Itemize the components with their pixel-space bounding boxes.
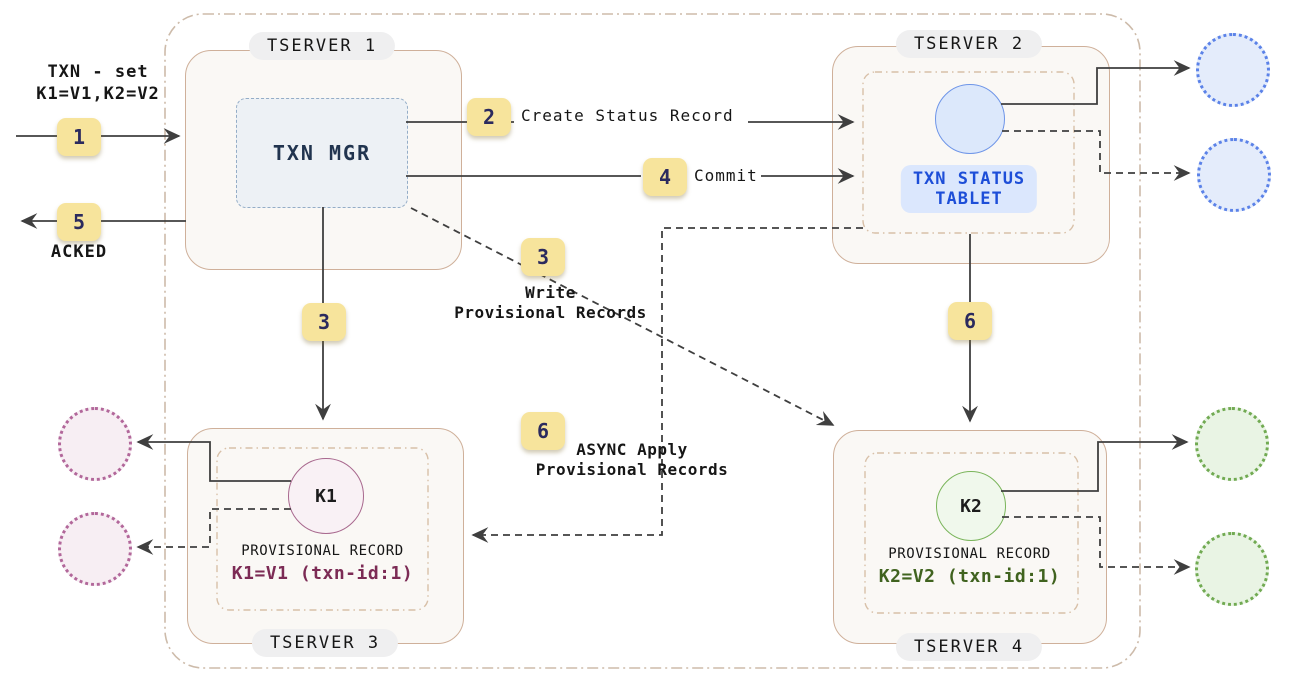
status-replica-node-2 xyxy=(1197,138,1271,212)
k2-replica-node-1 xyxy=(1195,407,1269,481)
k1-replica-node-1 xyxy=(58,407,132,481)
client-request-line1: TXN - set xyxy=(47,62,149,82)
step6-note-line1: ASYNC Apply xyxy=(576,440,688,459)
step4-badge: 4 xyxy=(643,158,687,196)
status-replica-node-1 xyxy=(1196,33,1270,107)
k2-replica-node-2 xyxy=(1195,532,1269,606)
tserver1-title: TSERVER 1 xyxy=(248,32,396,60)
step2-label: Create Status Record xyxy=(521,106,734,125)
step6-badge-arrow: 6 xyxy=(948,302,992,340)
ack-label: ACKED xyxy=(50,242,108,262)
step6-note-line2: Provisional Records xyxy=(535,460,729,479)
step3-note-line2: Provisional Records xyxy=(454,303,647,322)
step3-note: Write Provisional Records xyxy=(448,283,653,323)
k2-tablet-circle: K2 xyxy=(936,471,1006,541)
client-request-line2: K1=V1,K2=V2 xyxy=(36,84,160,104)
txn-status-tablet-label-line1: TXN STATUS xyxy=(912,169,1026,189)
tserver3-title: TSERVER 3 xyxy=(251,629,399,657)
k1-tablet-circle: K1 xyxy=(288,458,364,534)
k1-label: K1 xyxy=(315,485,337,507)
tserver2-box xyxy=(832,46,1110,264)
k2-provisional-record: PROVISIONAL RECORD K2=V2 (txn-id:1) xyxy=(862,544,1077,590)
tserver2-title: TSERVER 2 xyxy=(895,30,1043,58)
k2-record-value: K2=V2 (txn-id:1) xyxy=(878,566,1061,588)
step2-badge: 2 xyxy=(467,98,511,136)
k2-label: K2 xyxy=(960,495,982,517)
step4-label: Commit xyxy=(694,166,758,185)
step3-badge-arrow: 3 xyxy=(302,303,346,341)
client-request-label: TXN - set K1=V1,K2=V2 xyxy=(8,61,188,105)
step3-note-line1: Write xyxy=(525,283,576,302)
txn-status-tablet-label: TXN STATUS TABLET xyxy=(900,165,1038,213)
step6-note: ASYNC Apply Provisional Records xyxy=(531,440,733,480)
k1-provisional-record: PROVISIONAL RECORD K1=V1 (txn-id:1) xyxy=(217,541,428,587)
k1-replica-node-2 xyxy=(58,512,132,586)
step3-badge-note: 3 xyxy=(521,238,565,276)
step5-badge: 5 xyxy=(57,203,101,241)
txn-mgr-box: TXN MGR xyxy=(236,98,408,208)
k2-record-title: PROVISIONAL RECORD xyxy=(888,546,1051,562)
k1-record-value: K1=V1 (txn-id:1) xyxy=(231,563,414,585)
txn-status-tablet-circle xyxy=(935,84,1005,154)
k1-record-title: PROVISIONAL RECORD xyxy=(241,543,404,559)
step1-badge: 1 xyxy=(57,118,101,156)
tserver4-title: TSERVER 4 xyxy=(895,633,1043,661)
txn-status-tablet-label-line2: TABLET xyxy=(935,189,1003,209)
